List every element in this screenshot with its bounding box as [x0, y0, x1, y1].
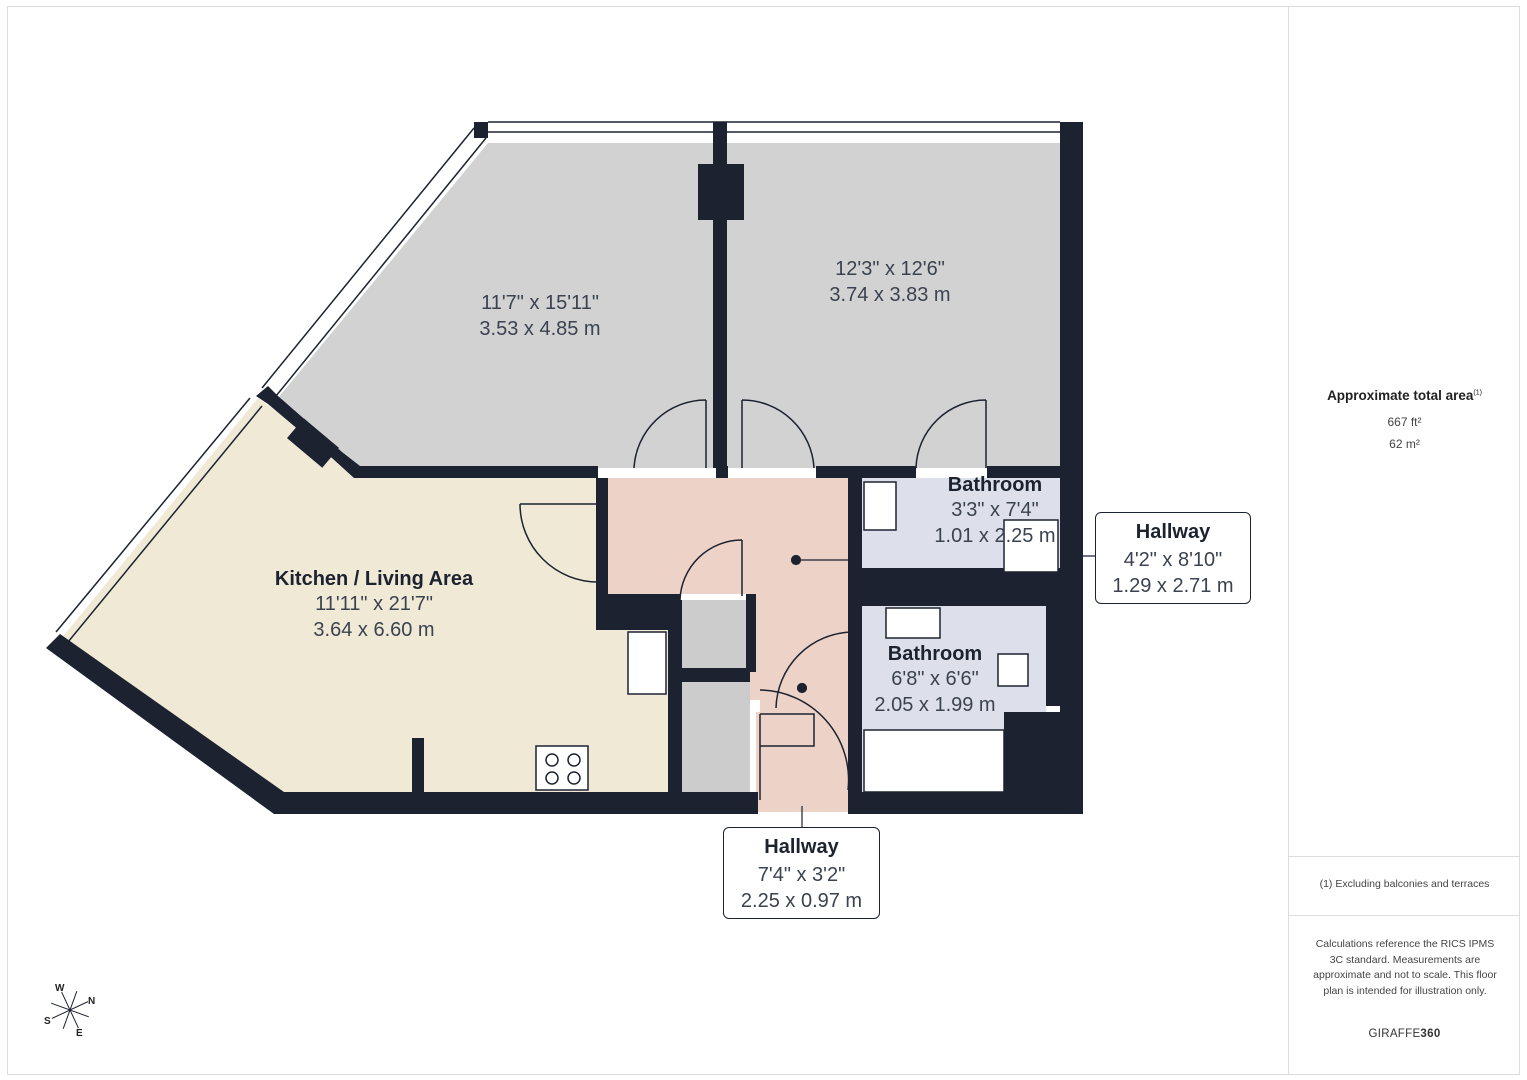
bedroom-right-label: 12'3" x 12'6" 3.74 x 3.83 m	[780, 256, 1000, 308]
compass-s: S	[44, 1016, 51, 1027]
hob	[535, 745, 589, 791]
bedroom-left-fill	[278, 143, 715, 468]
basin-small	[1003, 519, 1059, 573]
hallway-bottom-metric: 2.25 x 0.97 m	[740, 890, 863, 912]
bathroom-large-name: Bathroom	[887, 643, 983, 665]
sink-unit	[627, 631, 667, 695]
bathroom-small-label: Bathroom 3'3" x 7'4" 1.01 x 2.25 m	[910, 474, 1080, 549]
compass-icon: W N S E	[40, 980, 100, 1040]
panel-divider-1	[1288, 856, 1520, 857]
callout-leaders	[801, 555, 1096, 828]
bedroom-left-imperial: 11'7" x 15'11"	[481, 292, 599, 314]
bedroom-left-metric: 3.53 x 4.85 m	[479, 318, 601, 340]
bathroom-large-imperial: 6'8" x 6'6"	[891, 668, 979, 690]
bedroom-right-imperial: 12'3" x 12'6"	[835, 258, 945, 280]
panel-divider-2	[1288, 915, 1520, 916]
bathroom-large-label: Bathroom 6'8" x 6'6" 2.05 x 1.99 m	[850, 643, 1020, 718]
brand-logo: GIRAFFE360	[1289, 1028, 1520, 1040]
brand-number: 360	[1420, 1028, 1441, 1040]
total-area-m: 62 m²	[1389, 437, 1420, 451]
compass-e: E	[76, 1028, 83, 1039]
doors	[519, 399, 987, 800]
hallway-right-imperial: 4'2" x 8'10"	[1123, 549, 1223, 571]
hallway-bottom-name: Hallway	[764, 836, 839, 858]
light-points	[790, 554, 848, 694]
brand-text: GIRAFFE	[1368, 1028, 1421, 1040]
shower-tray	[863, 481, 897, 531]
bathroom-large-metric: 2.05 x 1.99 m	[874, 694, 996, 716]
kitchen-imperial: 11'11" x 21'7"	[315, 593, 433, 615]
walls	[46, 122, 1083, 814]
hallway-right-metric: 1.29 x 2.71 m	[1112, 575, 1234, 597]
bedroom-right-metric: 3.74 x 3.83 m	[829, 284, 951, 306]
bedroom-left-label: 11'7" x 15'11" 3.53 x 4.85 m	[430, 290, 650, 342]
fixtures	[535, 481, 1059, 793]
cupboard-2	[682, 682, 750, 792]
basin-large	[885, 607, 941, 639]
page-frame	[7, 6, 1520, 1075]
kitchen-name: Kitchen / Living Area	[274, 568, 474, 590]
hallway-bottom-fill	[756, 712, 850, 812]
bedroom-right-fill	[726, 143, 1060, 468]
hallway-bottom-imperial: 7'4" x 3'2"	[757, 864, 846, 886]
cupboard-1	[682, 600, 746, 668]
bath	[863, 729, 1005, 793]
total-area-title-text: Approximate total area	[1327, 388, 1474, 403]
windows	[55, 121, 1060, 643]
footnote-ref: (1)	[1473, 389, 1482, 397]
kitchen-fill	[60, 398, 668, 792]
total-area-ft: 667 ft²	[1387, 415, 1422, 429]
floor-plan	[46, 121, 1096, 828]
kitchen-metric: 3.64 x 6.60 m	[313, 619, 435, 641]
kitchen-label: Kitchen / Living Area 11'11" x 21'7" 3.6…	[244, 568, 504, 643]
hallway-right-callout: Hallway 4'2" x 8'10" 1.29 x 2.71 m	[1095, 512, 1251, 604]
hallway-bottom-callout: Hallway 7'4" x 3'2" 2.25 x 0.97 m	[723, 827, 880, 919]
compass-rose	[51, 991, 89, 1029]
compass-n: N	[88, 996, 96, 1007]
footnote-text: (1) Excluding balconies and terraces	[1319, 878, 1490, 890]
side-panel-divider	[1288, 6, 1289, 1075]
bathroom-small-imperial: 3'3" x 7'4"	[951, 499, 1039, 521]
toilet	[997, 653, 1029, 687]
bathroom-small-name: Bathroom	[947, 474, 1043, 496]
total-area-title: Approximate total area(1)	[1289, 388, 1520, 403]
disclaimer-text: Calculations reference the RICS IPMS 3C …	[1313, 938, 1497, 997]
hallway-right-name: Hallway	[1135, 521, 1211, 543]
bathroom-small-metric: 1.01 x 2.25 m	[934, 525, 1056, 547]
compass-w: W	[55, 983, 65, 994]
